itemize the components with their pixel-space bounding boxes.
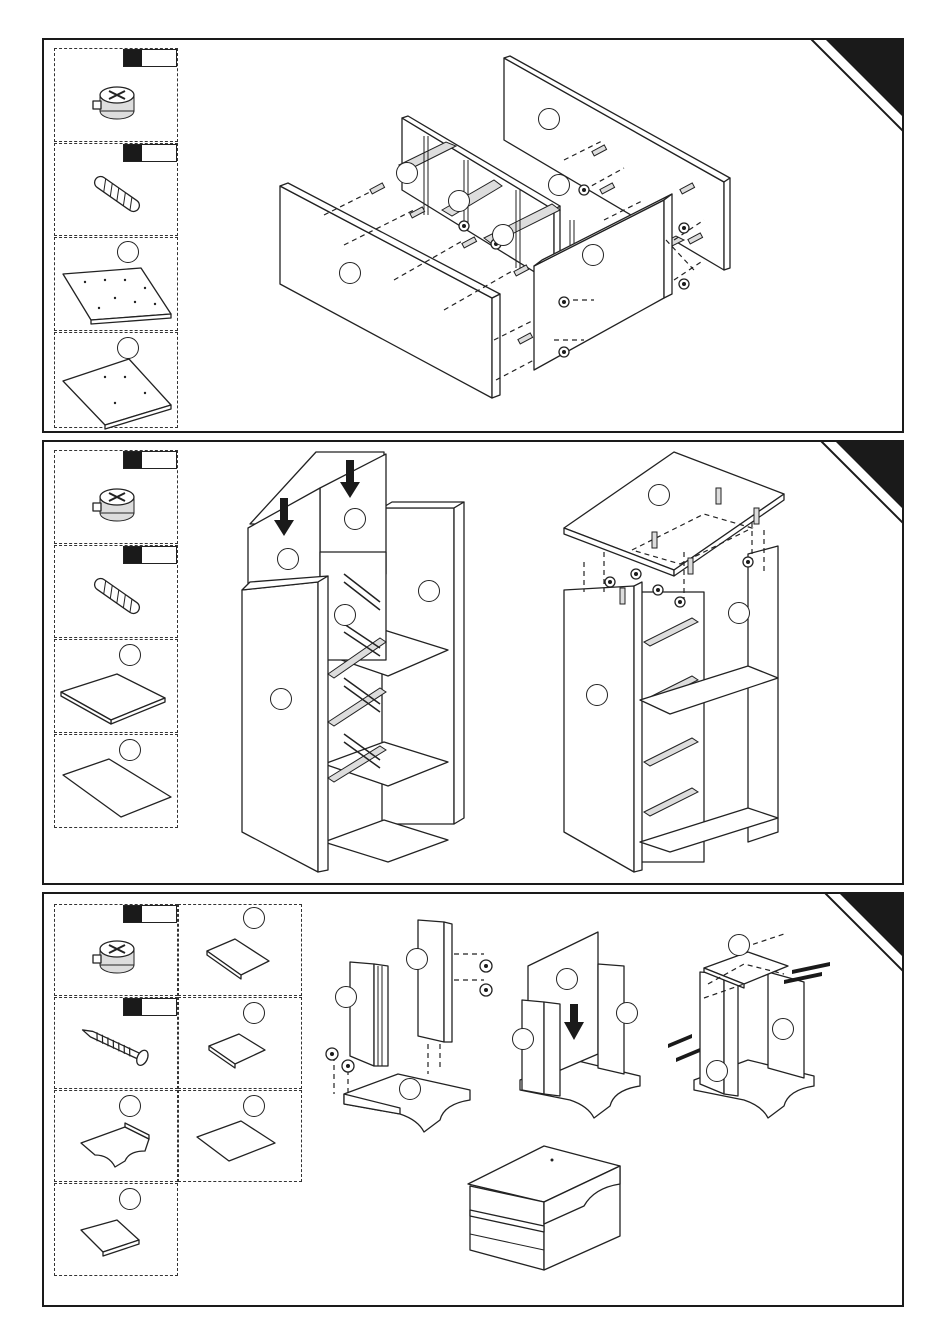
step-3-assembly-illustration xyxy=(44,894,904,1307)
callout-circle xyxy=(270,688,292,710)
callout-circle xyxy=(344,508,366,530)
callout-circle xyxy=(538,108,560,130)
callout-circle xyxy=(406,948,428,970)
callout-circle xyxy=(339,262,361,284)
callout-circle xyxy=(418,580,440,602)
callout-circle xyxy=(335,986,357,1008)
callout-circle xyxy=(616,1002,638,1024)
callout-circle xyxy=(728,934,750,956)
callout-circle xyxy=(399,1078,421,1100)
callout-circle xyxy=(448,190,470,212)
step-1-assembly-illustration xyxy=(44,40,904,433)
callout-circle xyxy=(548,174,570,196)
step-2-assembly-illustration xyxy=(44,442,904,885)
callout-circle xyxy=(492,224,514,246)
callout-circle xyxy=(334,604,356,626)
callout-circle xyxy=(277,548,299,570)
callout-circle xyxy=(396,162,418,184)
callout-circle xyxy=(648,484,670,506)
callout-circle xyxy=(512,1028,534,1050)
callout-circle xyxy=(772,1018,794,1040)
callout-circle xyxy=(586,684,608,706)
step-3-panel xyxy=(42,892,904,1307)
callout-circle xyxy=(706,1060,728,1082)
callout-circle xyxy=(728,602,750,624)
step-2-panel xyxy=(42,440,904,885)
callout-circle xyxy=(582,244,604,266)
step-1-panel xyxy=(42,38,904,433)
callout-circle xyxy=(556,968,578,990)
